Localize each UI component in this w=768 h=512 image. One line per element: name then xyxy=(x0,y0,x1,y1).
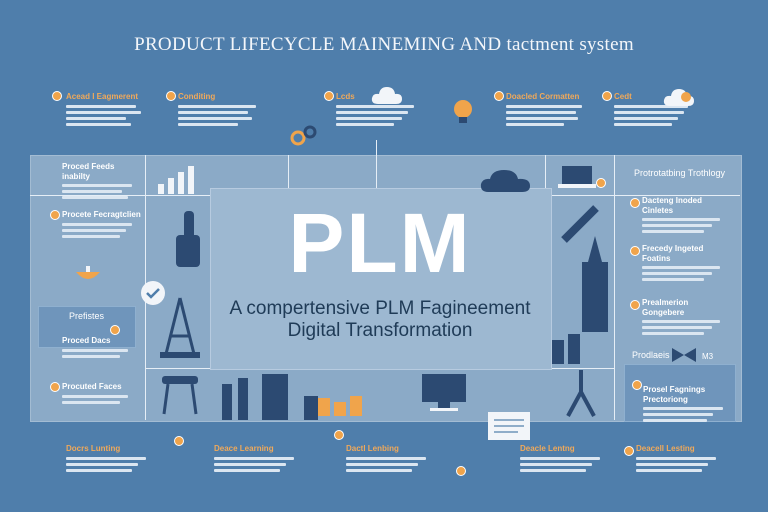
bottom-callout-2: Deace Learning xyxy=(214,444,300,475)
bowl-icon xyxy=(76,266,100,279)
divider xyxy=(614,155,615,420)
right-badge: M3 xyxy=(702,352,714,361)
bar-chart-icon xyxy=(158,166,194,194)
right-label-3-heading: Frecedy Ingeted Foatins xyxy=(642,244,704,263)
skyscraper-icon xyxy=(582,236,608,332)
bottom-callout-4-heading: Deacle Lentng xyxy=(520,444,575,453)
telescope-icon xyxy=(561,205,599,243)
bottom-dot-3 xyxy=(456,466,466,476)
top-callout-5-heading: Cedt xyxy=(614,92,632,101)
bottom-dot-4 xyxy=(624,446,634,456)
diagram-title: PRODUCT LIFECYCLE MAINEMING AND tactment… xyxy=(134,34,634,55)
left-label-2-heading: Procete Fecragtclien xyxy=(62,210,141,219)
top-dot-1 xyxy=(52,91,62,101)
right-card-heading: Prosel Fagnings Prectoriong xyxy=(643,385,706,404)
left-dot-2 xyxy=(50,382,60,392)
top-callout-5: Cedt xyxy=(614,92,694,129)
divider xyxy=(376,140,377,188)
monitor-icon xyxy=(422,374,466,411)
server-icon xyxy=(222,374,318,420)
check-icon xyxy=(141,281,165,305)
left-label-5: Procuted Faces xyxy=(62,382,142,407)
bottom-callout-5: Deacell Lesting xyxy=(636,444,722,475)
top-dot-4 xyxy=(494,91,504,101)
left-dot xyxy=(50,210,60,220)
turbine-icon xyxy=(566,370,596,417)
divider xyxy=(288,155,289,188)
top-callout-4: Doacled Cormatten xyxy=(506,92,586,129)
top-callout-2: Conditing xyxy=(178,92,258,129)
left-card-dot xyxy=(110,325,120,335)
left-label-4-heading: Proced Dacs xyxy=(62,336,111,345)
right-label-1: Protrotatbing Trothlogy xyxy=(634,168,726,178)
left-label-5-heading: Procuted Faces xyxy=(62,382,122,391)
stacked-blocks-icon xyxy=(318,396,362,416)
top-dot-5 xyxy=(602,91,612,101)
left-label-2: Procete Fecragtclien xyxy=(62,210,142,241)
right-card-content: Prosel Fagnings Prectoriong xyxy=(643,385,731,425)
right-label-4: Prealmerion Gongebere xyxy=(642,298,732,338)
document-icon xyxy=(488,412,530,440)
stool-icon xyxy=(162,376,198,415)
right-dot-4 xyxy=(630,300,640,310)
bottom-callout-3-heading: Dactl Lenbing xyxy=(346,444,399,453)
divider xyxy=(30,195,210,196)
battery-stack-icon xyxy=(552,334,580,364)
right-dot-3 xyxy=(630,246,640,256)
right-dot-2 xyxy=(630,198,640,208)
top-dot-2 xyxy=(166,91,176,101)
bottom-callout-1: Docrs Lunting xyxy=(66,444,152,475)
bottom-callout-4: Deacle Lentng xyxy=(520,444,606,475)
bottom-callout-2-heading: Deace Learning xyxy=(214,444,274,453)
bowtie-icon xyxy=(672,348,696,362)
bottom-callout-3: Dactl Lenbing xyxy=(346,444,432,475)
left-card: Prefistes xyxy=(38,306,136,348)
right-label-5: Prodlaeis xyxy=(632,350,670,360)
right-card: Prosel Fagnings Prectoriong xyxy=(624,364,736,425)
top-callout-3-heading: Lcds xyxy=(336,92,355,101)
left-label-1: Proced Feeds inabilty xyxy=(62,162,142,202)
bottom-dot-2 xyxy=(334,430,344,440)
right-label-3: Frecedy Ingeted Foatins xyxy=(642,244,732,284)
top-dot-3 xyxy=(324,91,334,101)
plm-subtitle-2: Digital Transformation xyxy=(287,320,473,341)
left-label-1-heading: Proced Feeds inabilty xyxy=(62,162,115,181)
divider xyxy=(545,155,546,188)
lightbulb-icon xyxy=(454,100,472,123)
right-label-2: Dacteng Inoded Cinletes xyxy=(642,196,732,236)
hand-tool-icon xyxy=(176,211,200,267)
right-dot xyxy=(596,178,606,188)
top-callout-3: Lcds xyxy=(336,92,416,129)
top-callout-2-heading: Conditing xyxy=(178,92,216,101)
bottom-callout-1-heading: Docrs Lunting xyxy=(66,444,121,453)
cloud-icon-3 xyxy=(480,170,530,192)
left-label-4: Proced Dacs xyxy=(62,336,142,361)
plm-subtitle: A compertensive PLM Fagineement xyxy=(229,298,531,319)
right-label-2-heading: Dacteng Inoded Cinletes xyxy=(642,196,703,215)
cloud-icon xyxy=(371,87,402,104)
divider xyxy=(550,195,740,196)
top-callout-1-heading: Acead I Eagmerent xyxy=(66,92,139,101)
drill-rig-icon xyxy=(160,297,200,358)
laptop-icon xyxy=(558,166,596,188)
bottom-dot-1 xyxy=(174,436,184,446)
right-label-4-heading: Prealmerion Gongebere xyxy=(642,298,689,317)
center-box xyxy=(210,188,552,370)
gear-icon xyxy=(290,125,317,146)
right-card-dot xyxy=(632,380,642,390)
cloud-icon-2 xyxy=(663,89,694,106)
top-callout-1: Acead I Eagmerent xyxy=(66,92,146,129)
plm-heading: PLM xyxy=(288,196,472,290)
top-callout-4-heading: Doacled Cormatten xyxy=(506,92,580,101)
left-card-label: Prefistes xyxy=(69,311,105,321)
bottom-callout-5-heading: Deacell Lesting xyxy=(636,444,695,453)
